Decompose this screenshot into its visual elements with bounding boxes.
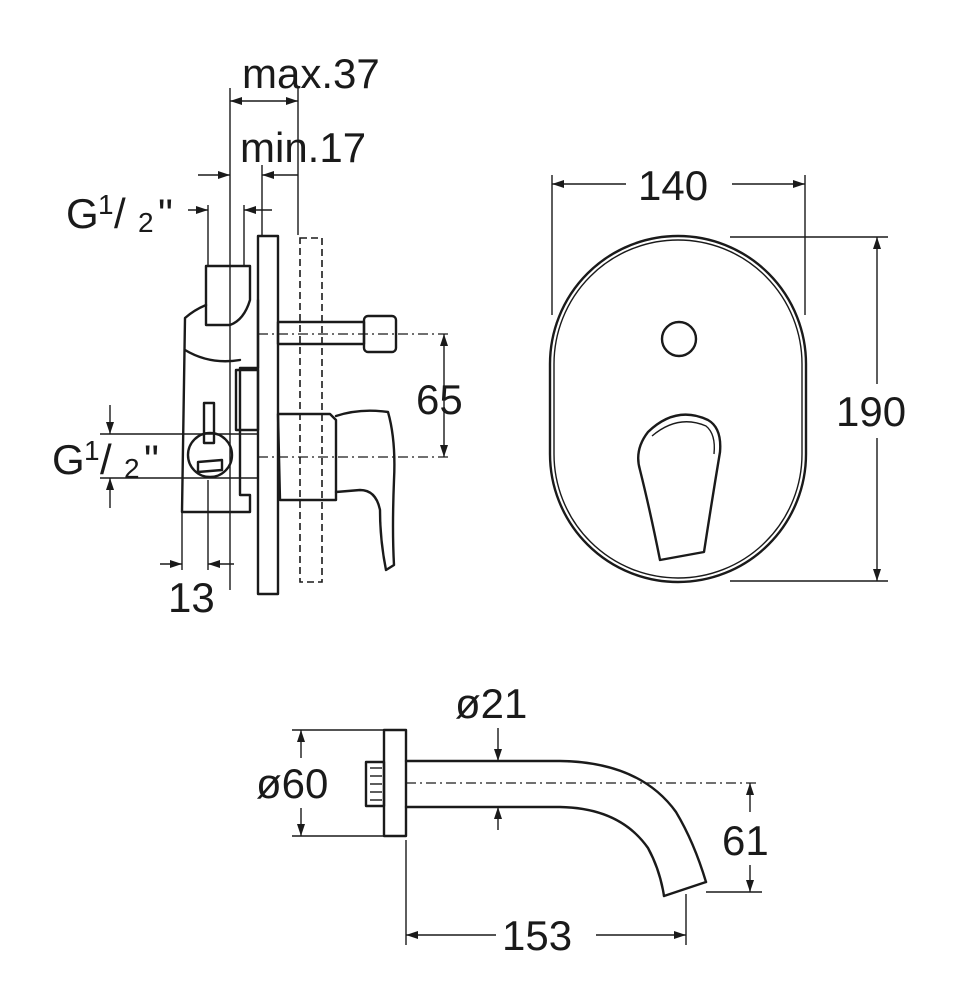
label-spout-drop: 61 (722, 817, 769, 864)
arrow (674, 931, 686, 939)
inlet-top (204, 264, 252, 327)
arrow (286, 97, 298, 105)
thread-side-sub: 2 (124, 453, 140, 484)
arrow (494, 749, 502, 761)
spout-pipe-bottom (404, 805, 666, 898)
cover-plate-inner (553, 239, 803, 579)
arrow (170, 560, 182, 568)
label-flange-diameter: ø60 (256, 760, 328, 807)
thread-side-main: G (52, 436, 85, 483)
thread-side-mark: " (144, 436, 159, 483)
body-block (234, 368, 260, 432)
arrow (746, 783, 754, 795)
arrow (406, 931, 418, 939)
thread-side-sup: 1 (84, 435, 100, 466)
arrow (297, 824, 305, 836)
label-offset-13: 13 (168, 574, 215, 621)
cover-plate-section (256, 234, 280, 596)
arrow (218, 171, 230, 179)
label-height-65: 65 (416, 376, 463, 423)
thread-top-mark: " (158, 190, 173, 237)
arrow (873, 237, 881, 249)
arrow (106, 478, 114, 490)
front-handle (637, 413, 722, 562)
thread-top-sup: 1 (98, 189, 114, 220)
label-thread-top: G 1 / 2 " (66, 189, 173, 238)
arrow (440, 334, 448, 346)
front-view: 140 190 (548, 162, 906, 584)
arrow (552, 180, 564, 188)
side-inlet-nut (196, 458, 224, 474)
label-plate-height: 190 (836, 388, 906, 435)
arrow (208, 560, 220, 568)
side-inlet-ring (186, 431, 234, 479)
valve-body (180, 298, 260, 514)
cover-plate (548, 234, 808, 584)
arrow (873, 569, 881, 581)
label-pipe-diameter: ø21 (455, 680, 527, 727)
arrow (297, 730, 305, 742)
label-plate-width: 140 (638, 162, 708, 209)
spout-pipe-top (404, 759, 708, 884)
side-view: max.37 min.17 G 1 / 2 " G 1 / 2 " 13 65 (52, 50, 463, 621)
thread-top-sub: 2 (138, 207, 154, 238)
arrow (230, 97, 242, 105)
thread-side-slash: / (100, 436, 112, 483)
spout-view: ø21 ø60 61 153 (256, 680, 769, 959)
arrow (262, 171, 274, 179)
body-contour (183, 348, 242, 363)
thread-top-slash: / (114, 190, 126, 237)
handle-lever (334, 409, 396, 572)
spout-outlet (662, 880, 708, 898)
arrow (494, 807, 502, 819)
side-inlet-stem (202, 401, 216, 445)
spout-thread (364, 760, 386, 808)
arrow (244, 206, 256, 214)
diverter-hole (660, 320, 698, 358)
arrow (746, 880, 754, 892)
front-handle-edge (651, 421, 716, 455)
arrow (106, 422, 114, 434)
arrow (793, 180, 805, 188)
label-min-depth: min.17 (240, 124, 366, 171)
spout-flange (382, 728, 408, 838)
arrow (440, 445, 448, 457)
label-max-depth: max.37 (242, 50, 380, 97)
label-spout-length: 153 (502, 912, 572, 959)
arrow (196, 206, 208, 214)
handle-base (276, 412, 338, 502)
thread-top-main: G (66, 190, 99, 237)
label-thread-side: G 1 / 2 " (52, 435, 159, 484)
diverter-rod (276, 320, 366, 346)
wall-outline (299, 237, 323, 583)
